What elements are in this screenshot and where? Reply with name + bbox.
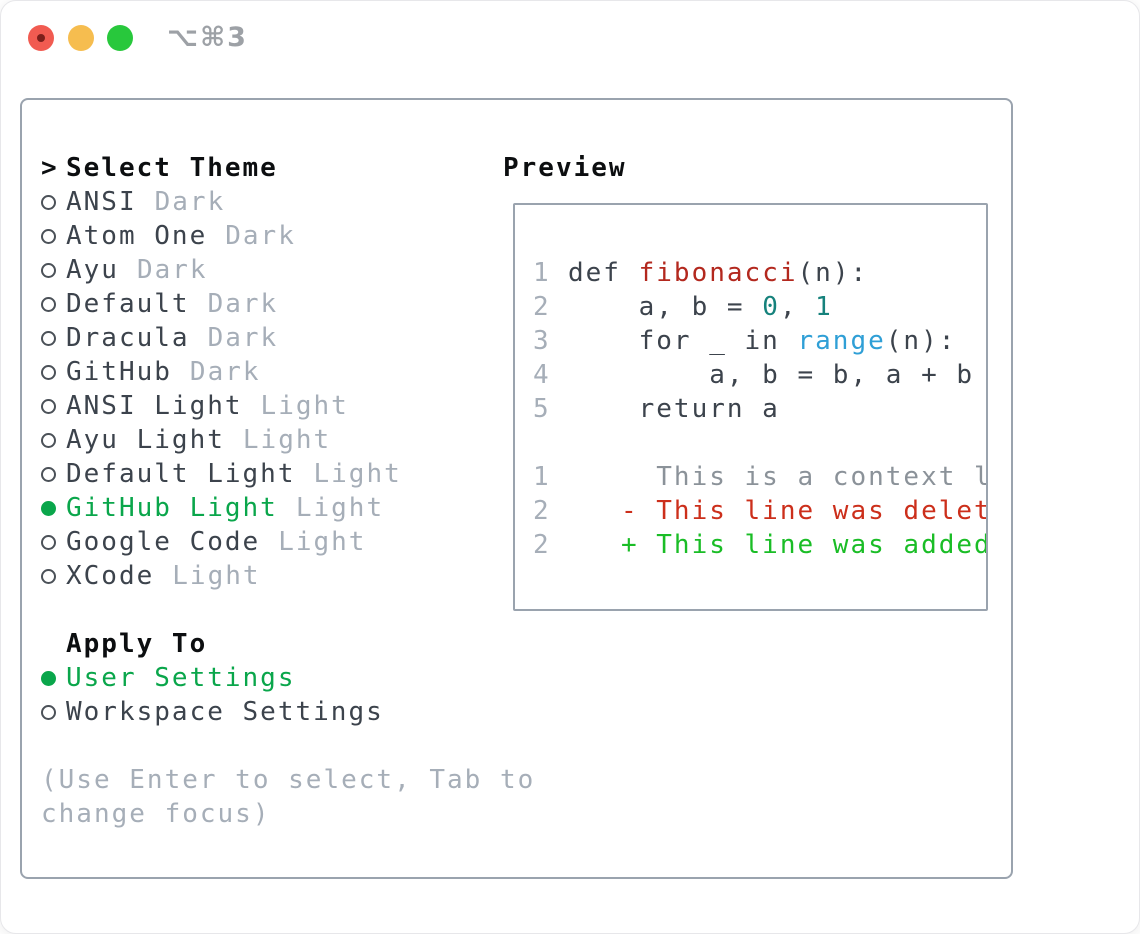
- theme-option-dracula-dark[interactable]: Dracula Dark: [41, 321, 491, 355]
- theme-list-column: > Select Theme ANSI Dark Atom One Dark A…: [41, 151, 536, 831]
- radio-unselected-icon: [41, 228, 56, 244]
- radio-selected-icon: [41, 670, 56, 686]
- line-number: 1: [533, 462, 551, 492]
- function-name-token: fibonacci: [638, 258, 798, 288]
- code-line: 1 def fibonacci(n):: [533, 258, 869, 288]
- select-theme-heading-label: Select Theme: [66, 153, 278, 183]
- theme-variant-badge: Light: [172, 561, 261, 591]
- theme-option-xcode-light[interactable]: XCode Light: [41, 559, 491, 593]
- theme-option-ayu-dark[interactable]: Ayu Dark: [41, 253, 491, 287]
- number-token: 1: [815, 292, 833, 322]
- code-line: 3 for _ in range(n):: [533, 326, 957, 356]
- theme-variant-badge: Dark: [154, 187, 226, 217]
- theme-option-ayu-light[interactable]: Ayu Light Light: [41, 423, 491, 457]
- spacer: [41, 593, 491, 627]
- theme-variant-badge: Dark: [207, 289, 279, 319]
- apply-option-user-settings[interactable]: User Settings: [41, 661, 491, 695]
- radio-unselected-icon: [41, 568, 56, 584]
- radio-unselected-icon: [41, 364, 56, 380]
- theme-variant-badge: Dark: [207, 323, 279, 353]
- theme-preview-pane: 1 def fibonacci(n): 2 a, b = 0, 1 3 for …: [513, 203, 988, 611]
- line-number: 5: [533, 394, 551, 424]
- radio-unselected-icon: [41, 398, 56, 414]
- theme-variant-badge: Light: [242, 425, 332, 455]
- diff-line-added: 2 + This line was added.: [533, 530, 988, 560]
- code-line: 4 a, b = b, a + b: [533, 360, 975, 390]
- diff-line-context: 1 This is a context line.: [533, 462, 986, 492]
- line-number: 2: [533, 530, 551, 560]
- theme-variant-badge: Light: [278, 527, 367, 557]
- maximize-button[interactable]: [107, 25, 133, 51]
- apply-option-workspace-settings[interactable]: Workspace Settings: [41, 695, 491, 729]
- window-shortcut-label: ⌥⌘3: [167, 22, 248, 53]
- theme-option-google-code-light[interactable]: Google Code Light: [41, 525, 491, 559]
- close-button-dot-icon: [37, 34, 45, 42]
- line-number: 2: [533, 496, 551, 526]
- theme-variant-badge: Dark: [136, 255, 208, 285]
- theme-variant-badge: Dark: [189, 357, 261, 387]
- titlebar: ⌥⌘3: [1, 1, 1139, 76]
- radio-unselected-icon: [41, 262, 56, 278]
- preview-heading: Preview: [503, 153, 627, 183]
- radio-unselected-icon: [41, 534, 56, 550]
- theme-variant-badge: Light: [260, 391, 349, 421]
- keyboard-hint-line-1: (Use Enter to select, Tab to: [41, 765, 536, 795]
- apply-to-heading: Apply To: [41, 627, 491, 661]
- select-theme-heading: > Select Theme: [41, 151, 491, 185]
- spacer: [533, 426, 986, 460]
- theme-variant-badge: Dark: [225, 221, 296, 251]
- theme-variant-badge: Light: [295, 493, 385, 523]
- radio-unselected-icon: [41, 296, 56, 312]
- number-token: 0: [762, 292, 780, 322]
- theme-option-default-light[interactable]: Default Light Light: [41, 457, 491, 491]
- theme-option-ansi-light[interactable]: ANSI Light Light: [41, 389, 491, 423]
- minimize-button[interactable]: [68, 25, 94, 51]
- radio-unselected-icon: [41, 330, 56, 346]
- spacer: [41, 729, 491, 763]
- radio-unselected-icon: [41, 432, 56, 448]
- apply-to-heading-label: Apply To: [66, 629, 208, 659]
- line-number: 1: [533, 258, 551, 288]
- diff-line-deleted: 2 - This line was deleted.: [533, 496, 986, 526]
- theme-option-ansi-dark[interactable]: ANSI Dark: [41, 185, 491, 219]
- theme-option-github-light[interactable]: GitHub Light Light: [41, 491, 491, 525]
- code-line: 2 a, b = 0, 1: [533, 292, 833, 322]
- radio-selected-icon: [41, 500, 56, 516]
- theme-option-github-dark[interactable]: GitHub Dark: [41, 355, 491, 389]
- keyboard-hint-line-2: change focus): [41, 799, 271, 829]
- radio-unselected-icon: [41, 194, 56, 210]
- radio-unselected-icon: [41, 704, 56, 720]
- theme-variant-badge: Light: [313, 459, 402, 489]
- radio-unselected-icon: [41, 466, 56, 482]
- close-button[interactable]: [28, 25, 54, 51]
- builtin-token: range: [797, 326, 886, 356]
- prompt-caret: >: [41, 153, 59, 183]
- theme-dialog-panel: > Select Theme ANSI Dark Atom One Dark A…: [20, 98, 1013, 879]
- line-number: 2: [533, 292, 551, 322]
- theme-option-atom-one-dark[interactable]: Atom One Dark: [41, 219, 491, 253]
- line-number: 4: [533, 360, 551, 390]
- theme-option-default-dark[interactable]: Default Dark: [41, 287, 491, 321]
- line-number: 3: [533, 326, 551, 356]
- code-line: 5 return a: [533, 394, 780, 424]
